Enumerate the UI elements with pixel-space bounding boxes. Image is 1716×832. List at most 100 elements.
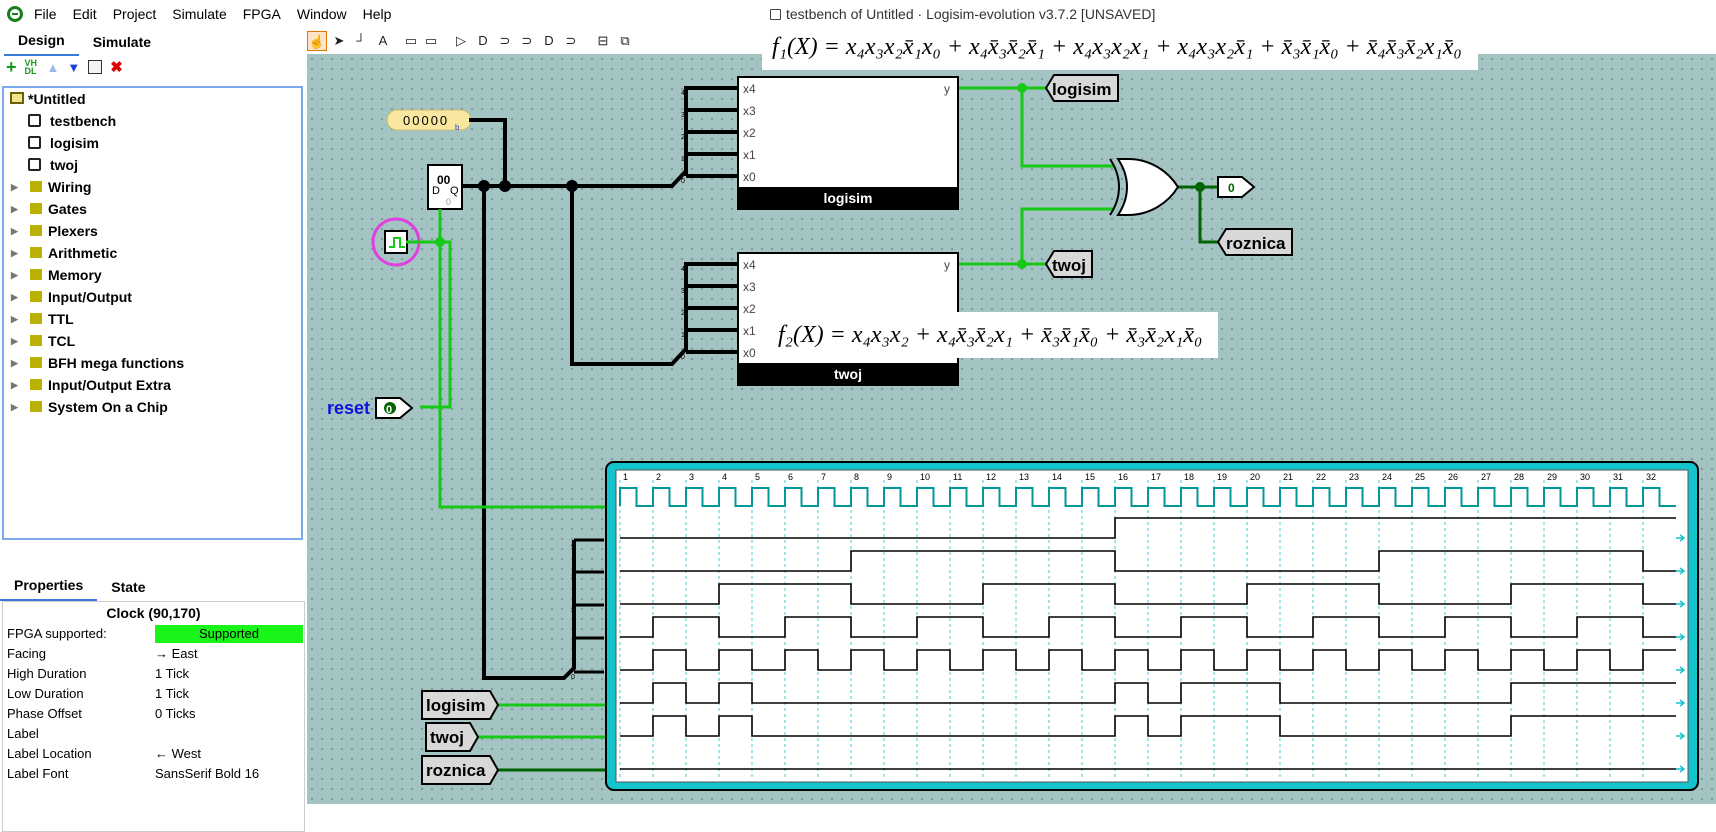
prop-row[interactable]: Facing→ East [3, 644, 304, 664]
add-vhdl-icon[interactable]: VH DL [24, 58, 38, 76]
pin-label: x0 [743, 170, 756, 184]
expand-arrow-icon[interactable]: ▶ [11, 292, 18, 302]
expand-arrow-icon[interactable]: ▶ [11, 358, 18, 368]
add-circuit-icon[interactable]: + [6, 56, 17, 77]
expand-arrow-icon[interactable]: ▶ [11, 380, 18, 390]
prop-row[interactable]: Label Location← West [3, 744, 304, 764]
tree-folder[interactable]: ▶System On a Chip [4, 396, 301, 418]
tree-folder[interactable]: ▶Input/Output [4, 286, 301, 308]
prop-value[interactable]: 1 Tick [155, 666, 189, 681]
pin-label: x1 [743, 148, 756, 162]
prop-value[interactable]: 0 Ticks [155, 706, 196, 721]
move-up-icon[interactable]: ▲ [46, 59, 60, 75]
tunnel-label: logisim [426, 696, 486, 715]
folder-icon [30, 225, 42, 236]
move-down-icon[interactable]: ▼ [67, 59, 81, 75]
formula-f2: f₂(X) = x₄x₃x₂ + x₄x̄₃x̄₂x₁ + x̄₃x̄₁x̄₀ … [766, 312, 1218, 358]
prop-value[interactable]: SansSerif Bold 16 [155, 766, 260, 781]
project-toolbar: + VH DL ▲ ▼ ✖ [0, 56, 307, 78]
expand-arrow-icon[interactable]: ▶ [11, 226, 18, 236]
constant-input[interactable]: 00000 b [386, 109, 472, 132]
folder-icon [30, 401, 42, 412]
output-pin[interactable]: 0 [1217, 176, 1256, 198]
tick-label: 30 [1580, 472, 1590, 482]
prop-value[interactable]: → East [155, 646, 198, 661]
register[interactable]: 00 D Q 0 [427, 164, 463, 210]
menu-project[interactable]: Project [112, 6, 157, 22]
tree-folder[interactable]: ▶Gates [4, 198, 301, 220]
select-tool-icon[interactable]: ➤ [333, 33, 345, 48]
tick-label: 2 [656, 472, 661, 482]
circuit-canvas[interactable] [307, 54, 1716, 804]
expand-arrow-icon[interactable]: ▶ [11, 314, 18, 324]
tree-folder[interactable]: ▶Arithmetic [4, 242, 301, 264]
or-gate-icon[interactable]: ⊃ [499, 33, 511, 48]
tunnel-twoj-left[interactable]: twoj [425, 722, 480, 752]
xor-gate-icon[interactable]: ⊃ [521, 33, 533, 48]
tunnel-logisim-left[interactable]: logisim [421, 690, 500, 720]
menu-help[interactable]: Help [362, 6, 392, 22]
expand-arrow-icon[interactable]: ▶ [11, 402, 18, 412]
wire-tool-icon[interactable]: ┘ [356, 33, 366, 48]
tree-folder[interactable]: ▶BFH mega functions [4, 352, 301, 374]
tree-root[interactable]: *Untitled [4, 88, 301, 110]
prop-value[interactable]: Supported [155, 625, 303, 643]
tree-circuit-testbench[interactable]: testbench [4, 110, 301, 132]
tree-folder[interactable]: ▶Plexers [4, 220, 301, 242]
tunnel-roznica-left[interactable]: roznica [421, 755, 500, 785]
tree-circuit-logisim[interactable]: logisim [4, 132, 301, 154]
expand-arrow-icon[interactable]: ▶ [11, 336, 18, 346]
expand-arrow-icon[interactable]: ▶ [11, 270, 18, 280]
tab-design[interactable]: Design [4, 28, 79, 56]
tab-properties[interactable]: Properties [0, 573, 98, 601]
menu-fpga[interactable]: FPGA [242, 6, 281, 22]
tunnel-twoj[interactable]: twoj [1044, 250, 1093, 278]
splitter-icon[interactable]: ⊟ [597, 33, 609, 48]
reset-input-pin[interactable]: 0 [375, 397, 414, 419]
expand-arrow-icon[interactable]: ▶ [11, 248, 18, 258]
tree-folder[interactable]: ▶TCL [4, 330, 301, 352]
nor-gate-icon[interactable]: ⊃ [565, 33, 577, 48]
tree-folder[interactable]: ▶Memory [4, 264, 301, 286]
xor-gate[interactable] [1109, 158, 1180, 216]
output-pin-icon[interactable]: ▭ [424, 33, 438, 48]
edit-appearance-icon[interactable] [88, 60, 103, 74]
pin-label: x4 [743, 82, 756, 96]
menu-edit[interactable]: Edit [72, 6, 97, 22]
tunnel-roznica[interactable]: roznica [1216, 228, 1293, 256]
tunnel-logisim[interactable]: logisim [1044, 74, 1119, 102]
menu-simulate[interactable]: Simulate [172, 6, 227, 22]
expand-arrow-icon[interactable]: ▶ [11, 182, 18, 192]
tab-state[interactable]: State [111, 579, 146, 595]
tree-folder[interactable]: ▶Input/Output Extra [4, 374, 301, 396]
prop-row[interactable]: FPGA supported:Supported [3, 624, 304, 644]
bit-label: 4 [681, 90, 685, 97]
logisim-block[interactable]: logisim x4 x3 x2 x1 x0 y [737, 76, 959, 210]
menu-window[interactable]: Window [296, 6, 347, 22]
bit-label: 1 [571, 640, 575, 647]
nand-gate-icon[interactable]: D [544, 33, 554, 48]
expand-arrow-icon[interactable]: ▶ [11, 204, 18, 214]
tree-folder-label: TTL [48, 311, 74, 327]
menu-file[interactable]: File [34, 6, 57, 22]
tree-folder[interactable]: ▶Wiring [4, 176, 301, 198]
prop-value[interactable]: 1 Tick [155, 686, 189, 701]
prop-row[interactable]: Label [3, 724, 304, 744]
tab-simulate[interactable]: Simulate [92, 34, 152, 50]
subcircuit-icon[interactable]: ⧉ [620, 33, 630, 48]
input-pin-icon[interactable]: ▭ [404, 33, 418, 48]
prop-value[interactable]: ← West [155, 746, 201, 761]
poke-tool-icon[interactable]: ☝ [307, 31, 327, 51]
tree-folder[interactable]: ▶ TTL [4, 308, 301, 330]
text-tool-icon[interactable]: A [378, 33, 388, 48]
delete-icon[interactable]: ✖ [110, 59, 123, 76]
waveform-b4 [620, 517, 1676, 539]
buffer-gate-icon[interactable]: ▷ [456, 33, 466, 48]
and-gate-icon[interactable]: D [478, 33, 488, 48]
tree-circuit-twoj[interactable]: twoj [4, 154, 301, 176]
